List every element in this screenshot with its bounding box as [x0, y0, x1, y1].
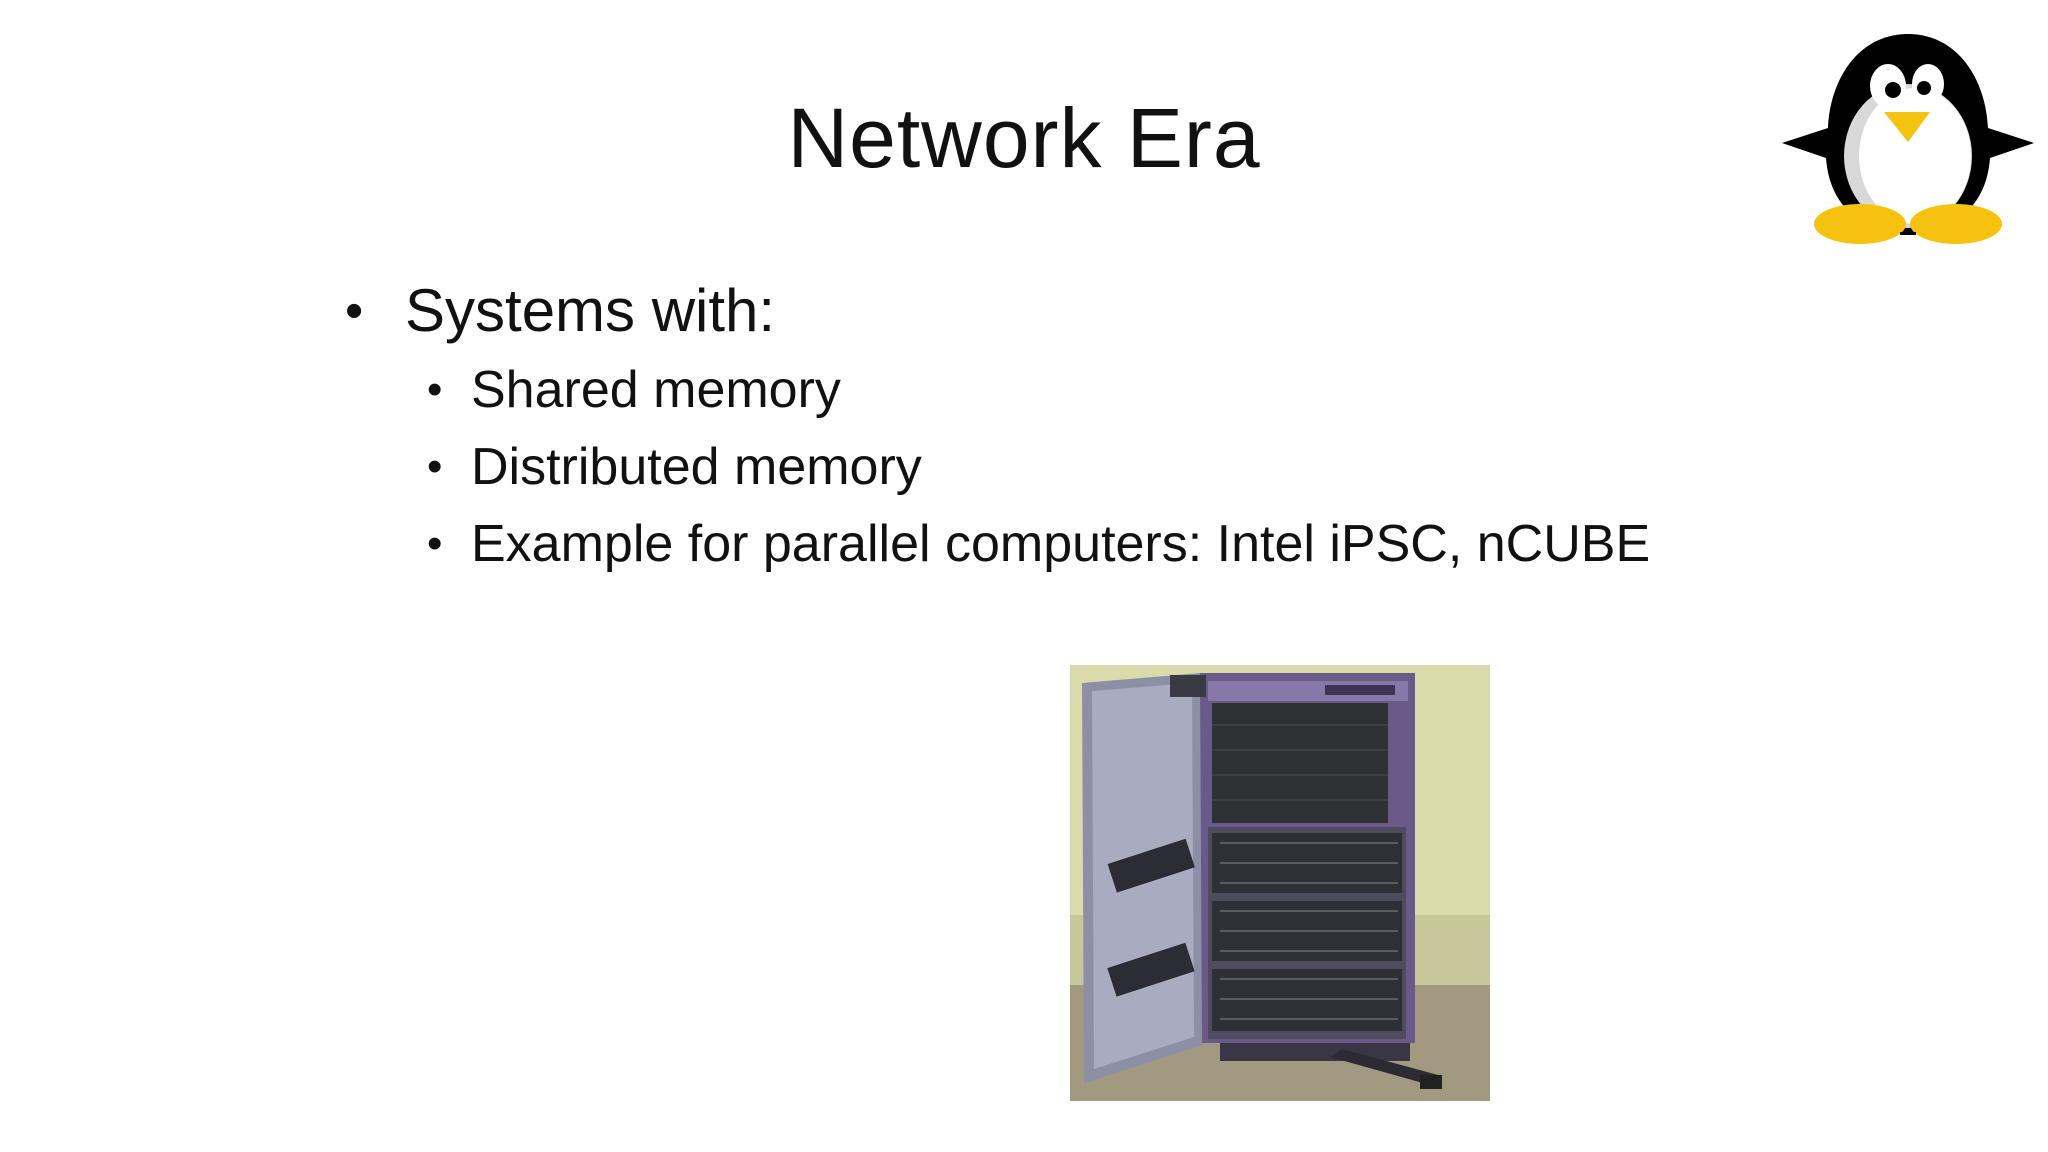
bullet-glyph: •: [345, 282, 364, 340]
bullet-glyph: •: [427, 519, 443, 568]
bullet-glyph: •: [427, 442, 443, 491]
sub-bullet-item: • Distributed memory: [427, 436, 1845, 498]
sub-bullet-item: • Example for parallel computers: Intel …: [427, 513, 1845, 575]
bullet-glyph: •: [427, 365, 443, 414]
sub-bullet-list: • Shared memory • Distributed memory • E…: [427, 359, 1845, 575]
sub-bullet-text: Shared memory: [471, 361, 841, 419]
bullet-text: Systems with:: [405, 277, 776, 344]
sub-bullet-text: Example for parallel computers: Intel iP…: [471, 515, 1651, 573]
sub-bullet-item: • Shared memory: [427, 359, 1845, 421]
tux-penguin-icon: [1782, 34, 2034, 244]
bullet-item: • Systems with:: [345, 275, 1845, 347]
sub-bullet-text: Distributed memory: [471, 438, 922, 496]
slide-title: Network Era: [787, 91, 1261, 185]
computer-cabinet-photo: [1070, 665, 1490, 1101]
bullet-list: • Systems with: • Shared memory • Distri…: [345, 275, 1845, 590]
